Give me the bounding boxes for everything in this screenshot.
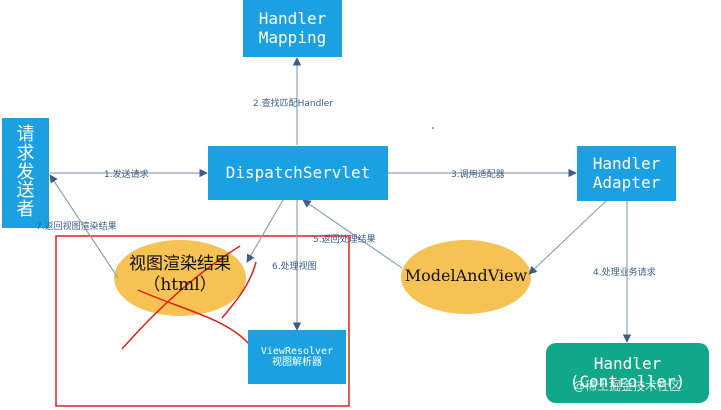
view-resolver-line2: 视图解析器 bbox=[272, 357, 322, 368]
view-result-line1: 视图渲染结果 bbox=[129, 254, 231, 274]
edge-1-label: 1.发送请求 bbox=[104, 170, 149, 180]
edge-5b-arrow bbox=[302, 199, 403, 269]
handler-mapping-line2: Mapping bbox=[258, 27, 327, 47]
request-sender-char-4: 送 bbox=[16, 180, 35, 202]
edge-7-label: 7.返回视图渲染结果 bbox=[36, 222, 117, 232]
edge-3-label: 3.调用适配器 bbox=[451, 170, 505, 180]
handler-controller-line1: Handler bbox=[593, 353, 662, 373]
dispatch-servlet-box: DispatchServlet bbox=[208, 146, 388, 200]
request-sender-char-5: 者 bbox=[16, 199, 35, 221]
model-and-view-ellipse bbox=[401, 240, 531, 314]
view-resolver-box: ViewResolver 视图解析器 bbox=[248, 330, 346, 384]
edge-7-arrow bbox=[49, 174, 119, 279]
handler-controller-line2: (Controller) bbox=[569, 372, 686, 391]
model-and-view-label: ModelAndView bbox=[404, 266, 528, 285]
stray-dot bbox=[432, 127, 434, 129]
handler-mapping-line1: Handler bbox=[258, 9, 327, 29]
edge-5a-arrow bbox=[528, 200, 607, 275]
edge-5-label: 5.返回处理结果 bbox=[313, 235, 376, 245]
edge-2-label: 2.查找匹配Handler bbox=[253, 99, 334, 109]
request-sender-char-3: 发 bbox=[16, 161, 35, 183]
watermark-text: @稀土掘金技术社区 bbox=[573, 379, 682, 393]
handler-controller-box: Handler (Controller) bbox=[546, 343, 709, 403]
handler-mapping-box: Handler Mapping bbox=[243, 0, 342, 57]
request-sender-char-2: 求 bbox=[16, 142, 35, 164]
handler-adapter-line1: Handler bbox=[592, 154, 661, 174]
request-sender-box: 请 求 发 送 者 bbox=[2, 118, 49, 228]
edge-6b-arrow bbox=[246, 199, 284, 263]
edge-4-label: 4.处理业务请求 bbox=[593, 268, 656, 278]
view-result-text: 视图渲染结果 （html） bbox=[114, 254, 246, 297]
request-sender-char-1: 请 bbox=[16, 123, 35, 145]
edge-6-label: 6.处理视图 bbox=[272, 262, 317, 272]
view-result-line2: （html） bbox=[143, 275, 217, 296]
dispatch-servlet-label: DispatchServlet bbox=[225, 162, 371, 182]
view-resolver-line1: ViewResolver bbox=[260, 345, 334, 357]
handler-adapter-line2: Adapter bbox=[592, 172, 661, 192]
view-result-ellipse bbox=[114, 240, 246, 316]
highlight-frame bbox=[55, 235, 350, 407]
handler-adapter-box: Handler Adapter bbox=[577, 146, 676, 201]
